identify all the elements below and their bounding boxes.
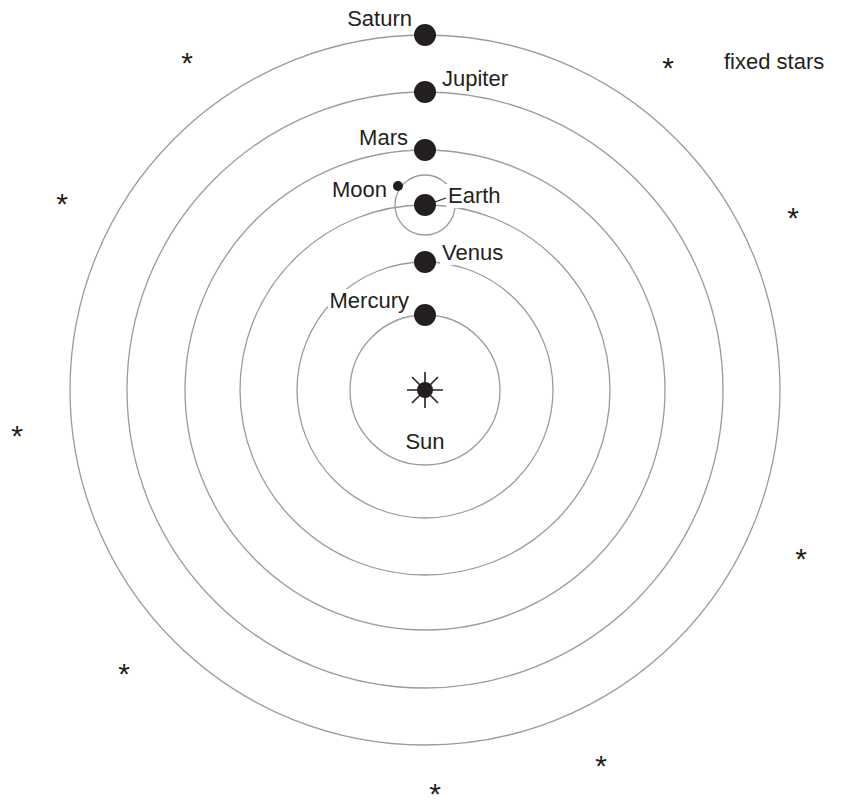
mercury-dot [414, 304, 436, 326]
mercury-orbit [350, 315, 500, 465]
earth-dot [414, 194, 436, 216]
sun-symbol [407, 372, 443, 408]
star-mark: * [118, 659, 130, 689]
star-mark: * [595, 751, 607, 781]
star-mark: * [795, 544, 807, 574]
planets [393, 24, 436, 326]
jupiter-dot [414, 81, 436, 103]
star-mark: * [181, 48, 193, 78]
planet-label: Jupiter [440, 67, 510, 91]
planet-label: Earth [446, 184, 503, 208]
mars-orbit [185, 150, 665, 630]
saturn-orbit [70, 35, 780, 745]
star-mark: * [662, 53, 674, 83]
sun-label: Sun [403, 430, 446, 454]
star-mark: * [429, 779, 441, 809]
earth-orbit [240, 205, 610, 575]
planet-label: Mars [357, 126, 410, 150]
fixed-stars-label: fixed stars [722, 50, 826, 74]
moon-label: Moon [330, 178, 389, 202]
saturn-dot [414, 24, 436, 46]
moon-dot [393, 181, 403, 191]
earth-leader [432, 198, 446, 203]
planet-label: Mercury [328, 289, 411, 313]
venus-orbit [297, 262, 553, 518]
star-mark: * [787, 203, 799, 233]
star-mark: * [56, 189, 68, 219]
mars-dot [414, 139, 436, 161]
venus-dot [414, 251, 436, 273]
jupiter-orbit [127, 92, 723, 688]
orbits [70, 35, 780, 745]
star-mark: * [11, 421, 23, 451]
planet-label: Saturn [345, 7, 414, 31]
planet-label: Venus [440, 241, 505, 265]
